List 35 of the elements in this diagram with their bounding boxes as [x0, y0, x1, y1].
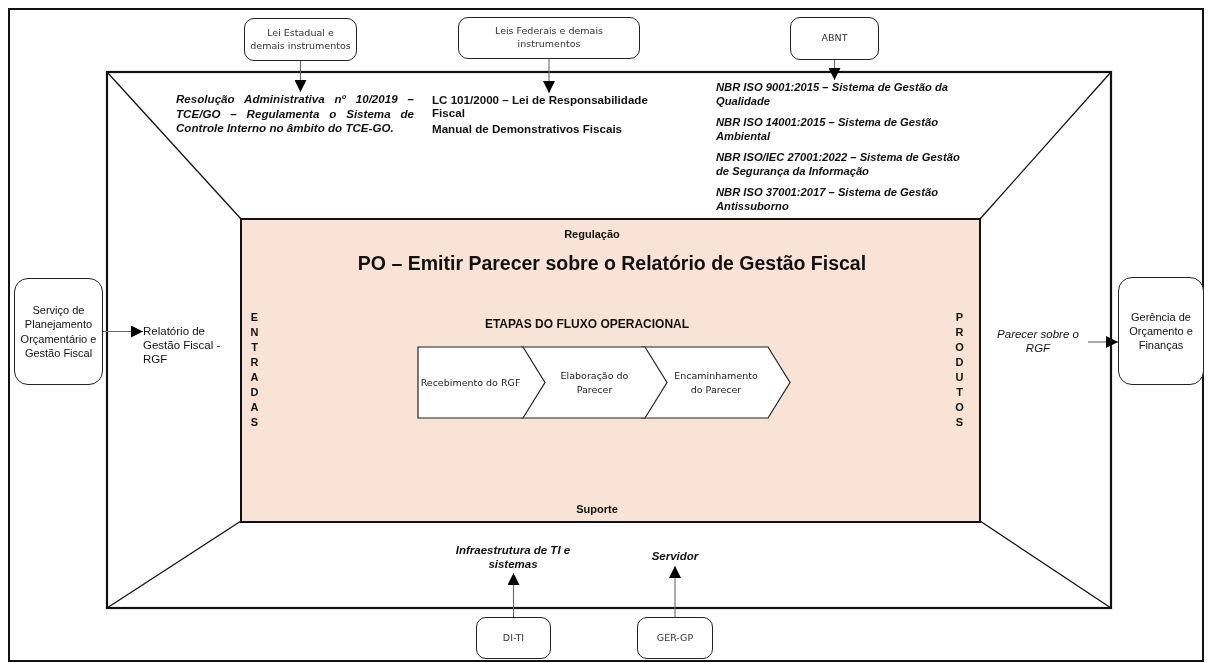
arrow [1087, 336, 1119, 348]
source-box: Leis Federais e demais instrumentos [458, 17, 640, 59]
regulation-text: LC 101/2000 – Lei de Responsabilidade Fiscal [432, 93, 649, 119]
chevron-step: Elaboração do Parecer [522, 347, 667, 418]
chevron-step: Recebimento do RGF [418, 347, 545, 418]
arrow [669, 565, 681, 618]
section-heading: Suporte [575, 503, 619, 515]
arrow [828, 59, 841, 81]
arrow [294, 60, 307, 93]
section-heading: Regulação [563, 228, 621, 240]
source-box: Lei Estadual e demais instrumentos [244, 18, 357, 61]
support-text: Infraestrutura de TI e sistemas [443, 543, 583, 573]
regulation-text: Manual de Demonstrativos Fiscais [432, 122, 624, 135]
org-unit-box: Gerência de Orçamento e Finanças [1118, 277, 1204, 385]
arrow [102, 325, 144, 338]
vertical-label: PRODUTOS [954, 310, 965, 430]
process-panel [240, 218, 981, 523]
standard-text: NBR ISO 37001:2017 – Sistema de Gestão Antissuborno [716, 185, 939, 213]
regulation-text: Resolução Administrativa nº 10/2019 – TCE/GO – Regulamenta o Sistema de Controle Interno no âmbito do TCE-GO. [176, 92, 414, 136]
support-text: Servidor [640, 549, 710, 566]
org-unit-box: DI-TI [476, 617, 551, 659]
standard-text: NBR ISO 9001:2015 – Sistema de Gestão da Qualidade [716, 80, 949, 108]
process-title: PO – Emitir Parecer sobre o Relatório de Gestão Fiscal [356, 252, 868, 275]
arrow [507, 572, 520, 618]
vertical-label: ENTRADAS [249, 310, 260, 430]
input-text: Relatório de Gestão Fiscal - RGF [143, 324, 231, 366]
output-text: Parecer sobre o RGF [988, 327, 1088, 357]
org-unit-box: Serviço de Planejamento Orçamentário e Gestão Fiscal [14, 278, 103, 385]
section-heading: ETAPAS DO FLUXO OPERACIONAL [483, 317, 691, 331]
standard-text: NBR ISO 14001:2015 – Sistema de Gestão Ambiental [716, 115, 939, 143]
arrow [543, 58, 555, 94]
chevron-step: Encaminhamento do Parecer [642, 347, 790, 418]
standard-text: NBR ISO/IEC 27001:2022 – Sistema de Gestão de Segurança da Informação [716, 150, 961, 178]
source-box: ABNT [790, 17, 879, 60]
org-unit-box: GER-GP [637, 617, 713, 659]
